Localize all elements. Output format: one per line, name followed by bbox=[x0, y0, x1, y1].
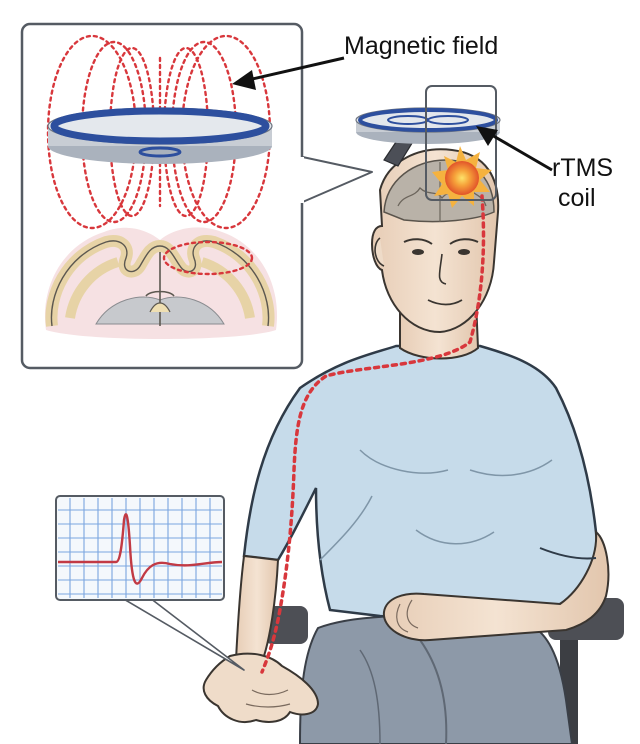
emg-waveform-icon bbox=[55, 495, 245, 671]
mep-trace bbox=[58, 513, 223, 585]
brain-cross-section bbox=[44, 227, 278, 339]
person-figure bbox=[202, 148, 610, 744]
magnetic-field-label: Magnetic field bbox=[344, 32, 498, 60]
magnetic-field-inset bbox=[20, 22, 373, 370]
coil-label: coil bbox=[558, 184, 596, 212]
brain-hotspot-icon bbox=[432, 146, 492, 208]
inset-coil bbox=[47, 107, 273, 164]
rtms-label: rTMS bbox=[552, 154, 613, 182]
coil-highlight-box bbox=[425, 85, 497, 201]
arrows bbox=[232, 56, 553, 172]
shirt bbox=[242, 344, 598, 620]
tms-coil-icon bbox=[355, 107, 501, 167]
nerve-pathway bbox=[260, 194, 486, 674]
open-hand bbox=[202, 652, 320, 724]
right-arm bbox=[382, 529, 610, 642]
